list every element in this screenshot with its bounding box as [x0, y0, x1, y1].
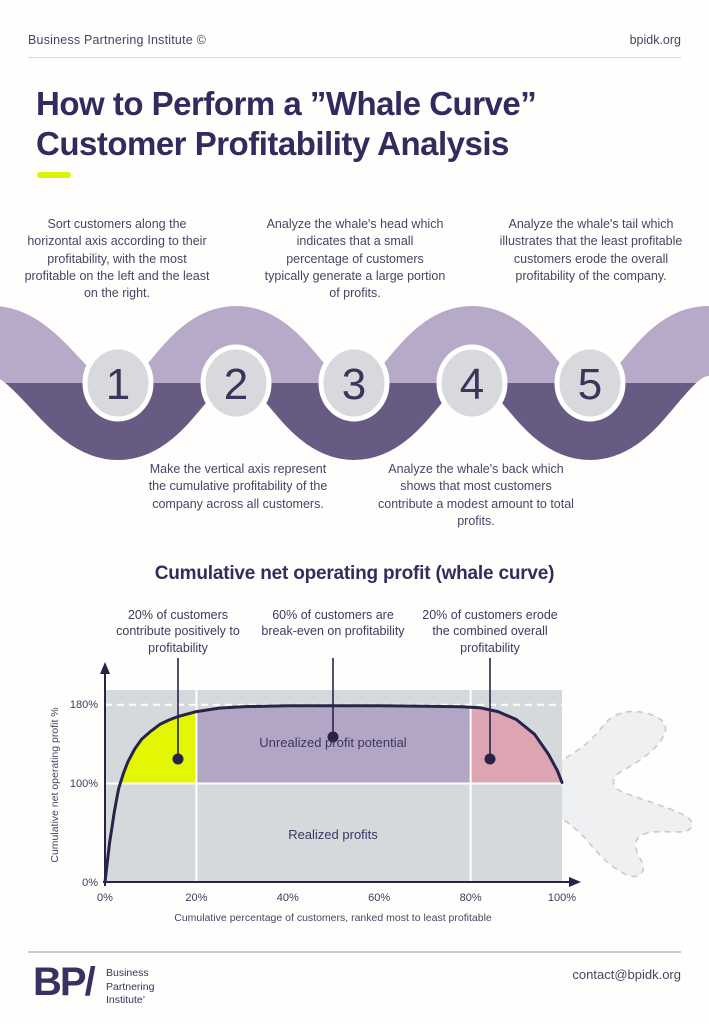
- x-tick-80: 80%: [460, 892, 482, 904]
- chart-annotation-right: 20% of customers erode the combined over…: [422, 608, 558, 655]
- x-tick-100: 100%: [548, 892, 576, 904]
- label-unrealized-profit: Unrealized profit potential: [259, 735, 407, 750]
- page-title-line2: Customer Profitability Analysis: [36, 124, 509, 162]
- bpi-logo-text: Business Partnering Institute’: [106, 967, 154, 1008]
- region-erode-pink: [470, 707, 562, 784]
- step-circle-3: [318, 344, 390, 422]
- step-number-2: 2: [224, 360, 248, 409]
- step-circles: 1 2 3 4 5: [82, 344, 626, 422]
- annotation-connectors: [172, 658, 496, 765]
- region-breakeven-purple: [196, 705, 471, 784]
- chart-annotation-middle: 60% of customers are break-even on profi…: [261, 608, 405, 639]
- wave-timeline: 1 2 3 4 5: [0, 305, 709, 460]
- y-axis-arrow-icon: [100, 662, 110, 674]
- step-number-4: 4: [460, 360, 484, 409]
- chart-annotation-left: 20% of customers contribute positively t…: [116, 608, 240, 655]
- step-number-5: 5: [578, 360, 602, 409]
- label-realized-profits: Realized profits: [288, 827, 378, 842]
- step-number-1: 1: [106, 360, 130, 409]
- bpi-logo-text-line2: Partnering: [106, 980, 155, 993]
- footer-divider: [28, 951, 681, 953]
- page-title-line1: How to Perform a ”Whale Curve”: [36, 85, 537, 122]
- step-3-text: Analyze the whale's head which indicates…: [264, 217, 446, 300]
- chart-title: Cumulative net operating profit (whale c…: [154, 563, 555, 584]
- wave-ribbon: [0, 305, 709, 460]
- step-number-3: 3: [342, 360, 366, 409]
- y-tick-180: 180%: [70, 699, 98, 711]
- region-positive-yellow: [119, 711, 197, 784]
- x-tick-60: 60%: [368, 892, 390, 904]
- step-circle-1: [82, 344, 154, 422]
- bpi-logo-text-line3: Institute’: [106, 994, 146, 1007]
- y-axis-title: Cumulative net operating profit %: [49, 707, 61, 862]
- contact-email-link[interactable]: contact@bpidk.org: [572, 967, 681, 982]
- x-axis-title: Cumulative percentage of customers, rank…: [174, 912, 492, 924]
- title-accent-bar: [37, 172, 71, 178]
- y-tick-100: 100%: [70, 778, 98, 790]
- step-circle-4: [436, 344, 508, 422]
- header-website-link[interactable]: bpidk.org: [629, 33, 681, 47]
- step-circle-2: [200, 344, 272, 422]
- step-1-text: Sort customers along the horizontal axis…: [24, 217, 210, 300]
- bpi-logo: BP/: [33, 960, 96, 1004]
- whale-tail-icon: [552, 710, 693, 878]
- x-tick-0: 0%: [97, 892, 113, 904]
- annotation-dot-left: [172, 753, 184, 765]
- x-tick-20: 20%: [185, 892, 207, 904]
- x-axis-arrow-icon: [569, 877, 581, 887]
- bpi-logo-text-line1: Business: [106, 967, 149, 979]
- header-brand: Business Partnering Institute ©: [28, 33, 206, 47]
- page-title: How to Perform a ”Whale Curve” Customer …: [36, 84, 676, 163]
- step-circle-5: [554, 344, 626, 422]
- axes: [100, 662, 581, 887]
- annotation-dot-right: [484, 753, 496, 765]
- step-4-text: Analyze the whale's back which shows tha…: [378, 462, 574, 528]
- step-2-text: Make the vertical axis represent the cum…: [148, 462, 328, 511]
- whale-curve-chart: Unrealized profit potential Realized pro…: [49, 658, 693, 924]
- header-divider: [28, 57, 681, 58]
- whale-curve-line: [103, 704, 564, 884]
- annotation-dot-middle: [327, 731, 339, 743]
- step-5-text: Analyze the whale's tail which illustrat…: [499, 217, 683, 283]
- x-tick-40: 40%: [277, 892, 299, 904]
- y-tick-0: 0%: [82, 877, 98, 889]
